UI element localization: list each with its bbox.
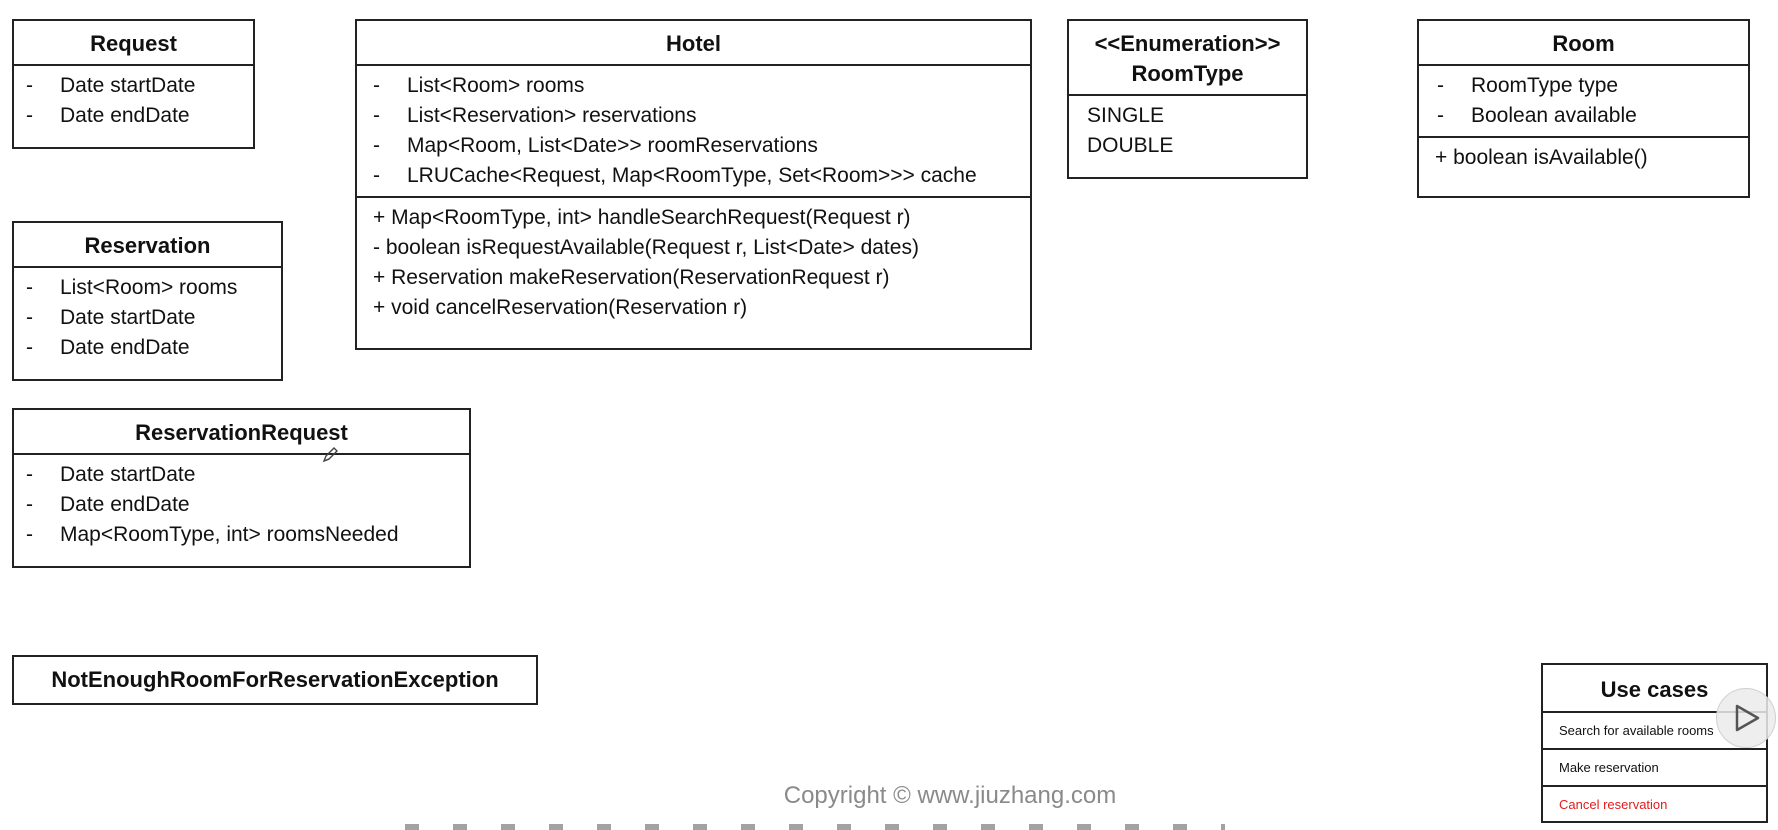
attribute-row: - Date startDate (26, 303, 271, 333)
visibility-marker: - (26, 493, 33, 516)
method-row: - boolean isRequestAvailable(Request r, … (373, 236, 919, 259)
class-hotel: Hotel - List<Room> rooms - List<Reservatio… (355, 19, 1032, 350)
class-request: Request - Date startDate - Date endDate (12, 19, 255, 149)
class-reservation-title: Reservation (14, 223, 281, 268)
attribute-text: Map<Room, List<Date>> roomReservations (407, 134, 818, 157)
enum-roomtype-title: RoomType (1131, 61, 1244, 86)
visibility-marker: - (373, 134, 380, 157)
use-cases-title: Use cases (1543, 665, 1766, 713)
play-button[interactable] (1716, 688, 1776, 748)
attribute-row: - Boolean available (1437, 101, 1738, 131)
use-case-cancel-reservation: Cancel reservation (1543, 785, 1766, 822)
class-not-enough-room-exception: NotEnoughRoomForReservationException (12, 655, 538, 705)
class-reservation-request: ReservationRequest - Date startDate - Date… (12, 408, 471, 568)
method-row: + void cancelReservation(Reservation r) (373, 296, 748, 319)
method-row: + Map<RoomType, int> handleSearchRequest… (373, 206, 911, 229)
attribute-text: Date endDate (60, 104, 190, 127)
visibility-marker: - (26, 336, 33, 359)
class-hotel-title: Hotel (357, 21, 1030, 66)
visibility-marker: - (1437, 104, 1444, 127)
attribute-row: - Date endDate (26, 490, 459, 520)
class-reservation-request-attributes: - Date startDate - Date endDate - Map<RoomT… (14, 455, 469, 555)
class-room: Room - RoomType type - Boolean available +… (1417, 19, 1750, 198)
enum-roomtype-header: <<Enumeration>> RoomType (1069, 21, 1306, 96)
attribute-text: Boolean available (1471, 104, 1637, 127)
attribute-text: Map<RoomType, int> roomsNeeded (60, 523, 399, 546)
attribute-text: LRUCache<Request, Map<RoomType, Set<Room… (407, 164, 977, 187)
visibility-marker: - (26, 463, 33, 486)
pen-cursor-icon (321, 446, 339, 464)
visibility-marker: - (26, 523, 33, 546)
visibility-marker: - (1437, 74, 1444, 97)
attribute-row: - List<Reservation> reservations (373, 101, 1020, 131)
copyright-text: Copyright © www.jiuzhang.com (783, 782, 1117, 809)
class-reservation-request-title: ReservationRequest (14, 410, 469, 455)
use-case-make-reservation: Make reservation (1543, 748, 1766, 785)
visibility-marker: - (26, 276, 33, 299)
enum-roomtype: <<Enumeration>> RoomType SINGLE DOUBLE (1067, 19, 1308, 179)
class-hotel-attributes: - List<Room> rooms - List<Reservation> res… (357, 66, 1030, 196)
attribute-row: - Date startDate (26, 71, 243, 101)
enum-value: DOUBLE (1087, 134, 1174, 157)
method-row: + Reservation makeReservation(Reservatio… (373, 266, 890, 289)
visibility-marker: - (373, 164, 380, 187)
visibility-marker: - (373, 104, 380, 127)
attribute-text: Date endDate (60, 493, 190, 516)
class-hotel-methods: + Map<RoomType, int> handleSearchRequest… (357, 196, 1030, 328)
class-reservation-attributes: - List<Room> rooms - Date startDate - Date … (14, 268, 281, 368)
attribute-row: - Map<RoomType, int> roomsNeeded (26, 520, 459, 550)
use-case-search: Search for available rooms (1559, 723, 1714, 738)
subtitle-fragment (405, 824, 1225, 830)
attribute-text: Date startDate (60, 306, 196, 329)
visibility-marker: - (26, 104, 33, 127)
visibility-marker: - (26, 306, 33, 329)
enum-value: SINGLE (1087, 104, 1165, 127)
class-request-title: Request (14, 21, 253, 66)
attribute-row: - Map<Room, List<Date>> roomReservations (373, 131, 1020, 161)
class-reservation: Reservation - List<Room> rooms - Date star… (12, 221, 283, 381)
attribute-text: Date startDate (60, 74, 196, 97)
enum-roomtype-values: SINGLE DOUBLE (1069, 96, 1306, 166)
attribute-row: - LRUCache<Request, Map<RoomType, Set<Roo… (373, 161, 1020, 191)
attribute-row: - Date startDate (26, 460, 459, 490)
class-room-title: Room (1419, 21, 1748, 66)
attribute-text: Date endDate (60, 336, 190, 359)
class-room-methods: + boolean isAvailable() (1419, 136, 1748, 178)
attribute-row: - List<Room> rooms (26, 273, 271, 303)
attribute-text: List<Room> rooms (60, 276, 238, 299)
attribute-row: - Date endDate (26, 333, 271, 363)
attribute-text: Date startDate (60, 463, 196, 486)
attribute-text: List<Reservation> reservations (407, 104, 697, 127)
attribute-text: List<Room> rooms (407, 74, 585, 97)
visibility-marker: - (26, 74, 33, 97)
class-room-attributes: - RoomType type - Boolean available (1419, 66, 1748, 136)
attribute-row: - List<Room> rooms (373, 71, 1020, 101)
visibility-marker: - (373, 74, 380, 97)
attribute-row: - Date endDate (26, 101, 243, 131)
attribute-text: RoomType type (1471, 74, 1619, 97)
enum-stereotype: <<Enumeration>> (1094, 31, 1281, 56)
attribute-row: - RoomType type (1437, 71, 1738, 101)
play-icon (1735, 704, 1760, 732)
class-request-attributes: - Date startDate - Date endDate (14, 66, 253, 136)
method-row: + boolean isAvailable() (1435, 146, 1648, 169)
